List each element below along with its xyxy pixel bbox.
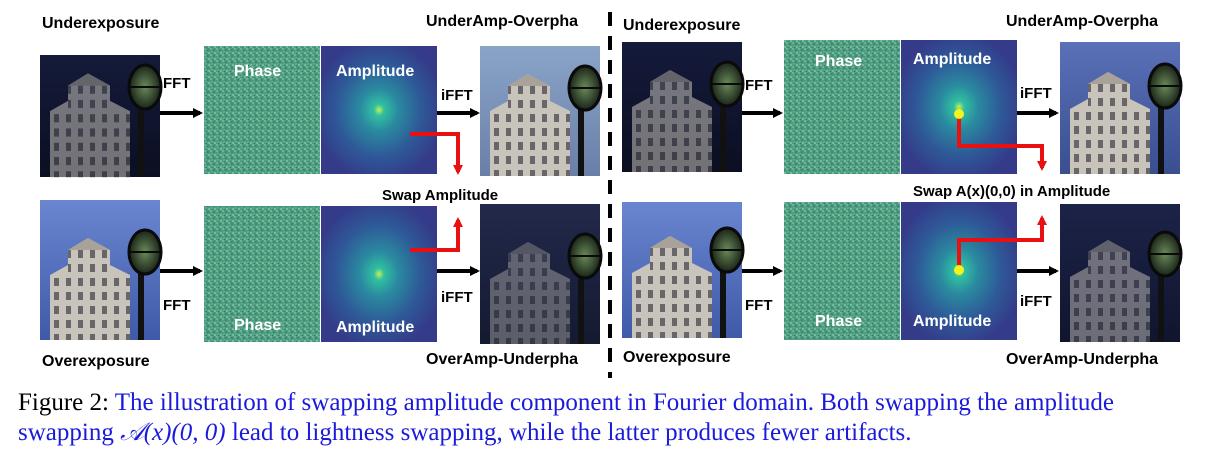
right-under-label: Underexposure (623, 17, 740, 34)
left-result-bottom-label: OverAmp-Underpha (426, 351, 578, 368)
left-swap-arrow-up (410, 217, 463, 252)
left-fft-label-top: FFT (163, 75, 191, 92)
right-under-photo (622, 42, 745, 174)
left-phase-top (204, 46, 320, 174)
caption-text-2: lead to lightness swapping, while the la… (231, 419, 912, 446)
left-ifft-label-top: iFFT (441, 87, 473, 104)
left-ifft-label-bottom: iFFT (441, 289, 473, 306)
caption-math: 𝒜(x)(0, 0) (120, 419, 226, 446)
right-swap-arrow-down (957, 114, 1047, 171)
left-amp-label-bottom: Amplitude (336, 319, 414, 336)
right-ifft-label-top: iFFT (1020, 85, 1052, 102)
right-ifft-label-bottom: iFFT (1020, 293, 1052, 310)
left-over-photo (40, 200, 163, 342)
left-phase-label-top: Phase (234, 63, 281, 80)
left-result-bottom-photo (480, 204, 603, 346)
left-panel: Underexposure Overexposure UnderAmp-Over… (40, 13, 603, 370)
left-phase-label-bottom: Phase (234, 317, 281, 334)
right-amp-top (901, 40, 1017, 174)
right-center-dot-bottom (954, 265, 964, 275)
left-over-label: Overexposure (42, 353, 150, 370)
right-fft-label-top: FFT (745, 77, 773, 94)
right-result-bottom-label: OverAmp-Underpha (1006, 351, 1158, 368)
left-under-label: Underexposure (42, 15, 159, 32)
left-swap-label: Swap Amplitude (382, 187, 498, 204)
right-result-top-label: UnderAmp-Overpha (1006, 13, 1158, 30)
left-result-top-label: UnderAmp-Overpha (426, 13, 578, 30)
left-phase-bottom (204, 206, 320, 342)
right-panel: Underexposure Overexposure UnderAmp-Over… (622, 13, 1183, 368)
right-swap-label: Swap A(x)(0,0) in Amplitude (913, 183, 1110, 200)
figure-caption: Figure 2: The illustration of swapping a… (18, 388, 1198, 448)
left-result-top-photo (480, 46, 603, 178)
right-amp-label-bottom: Amplitude (913, 313, 991, 330)
right-phase-label-bottom: Phase (815, 313, 862, 330)
left-amp-bottom (321, 206, 437, 342)
right-phase-bottom (784, 202, 900, 340)
right-result-bottom-photo (1060, 204, 1183, 344)
caption-figure-label: Figure 2: (18, 389, 109, 416)
left-fft-label-bottom: FFT (163, 297, 191, 314)
right-amp-label-top: Amplitude (913, 51, 991, 68)
right-center-dot-top (954, 109, 964, 119)
left-amp-label-top: Amplitude (336, 63, 414, 80)
right-over-photo (622, 202, 745, 340)
left-swap-arrow-down (410, 132, 463, 175)
figure-canvas: Underexposure Overexposure UnderAmp-Over… (40, 12, 1183, 378)
left-amp-top (321, 46, 437, 174)
right-over-label: Overexposure (623, 349, 731, 366)
right-swap-arrow-up (957, 215, 1047, 270)
right-phase-label-top: Phase (815, 53, 862, 70)
right-phase-top (784, 40, 900, 174)
right-result-top-photo (1060, 42, 1183, 176)
right-fft-label-bottom: FFT (745, 297, 773, 314)
caption-text-1: The illustration of swapping amplitude c… (18, 389, 1114, 446)
left-under-photo (40, 55, 163, 178)
